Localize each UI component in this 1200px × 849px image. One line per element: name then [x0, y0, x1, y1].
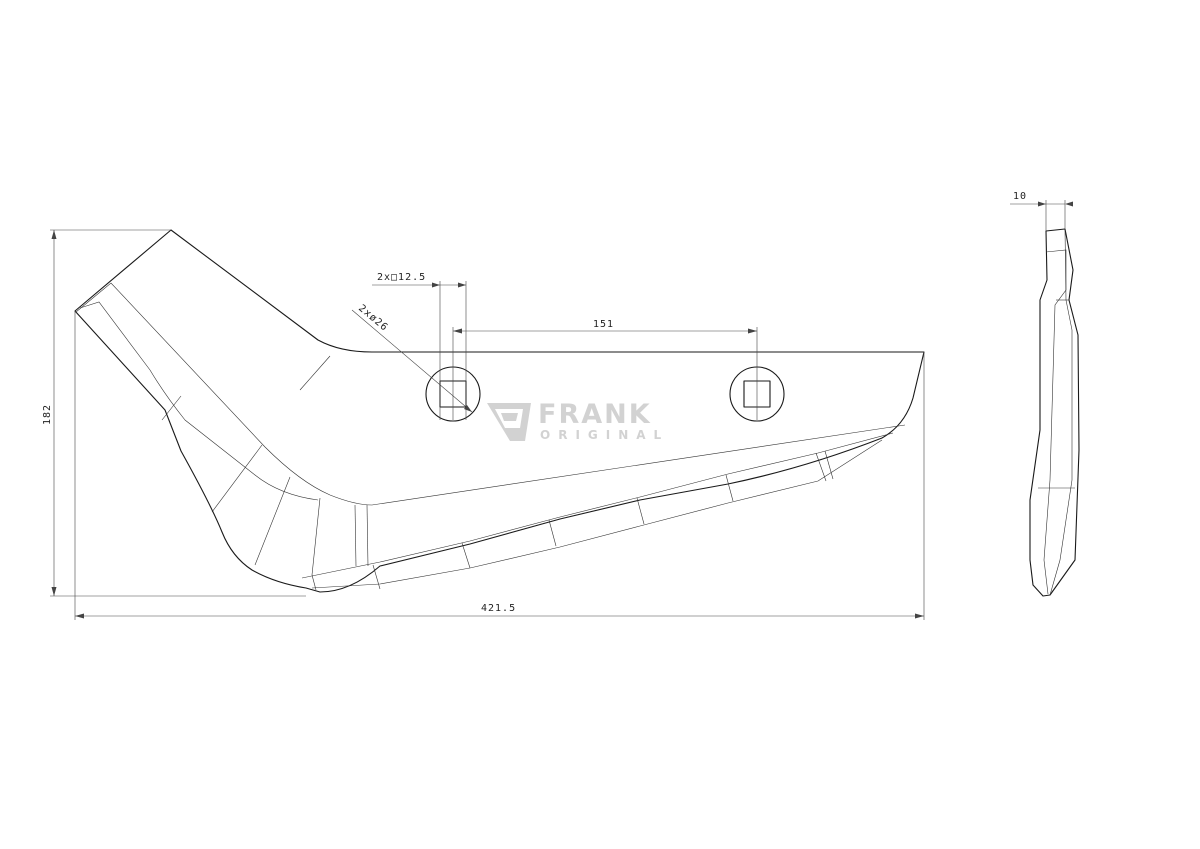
segment-dividers: [311, 450, 834, 591]
frank-shield-icon: [487, 403, 531, 441]
dimension-hole-spacing: 151: [452, 319, 758, 420]
bevel-line-upper: [75, 282, 906, 506]
blade-edge-view: [1029, 228, 1080, 597]
watermark-subtitle: ORIGINAL: [540, 428, 669, 442]
dim-thickness-label: 10: [1013, 191, 1027, 202]
edge-strip-bottom: [311, 439, 883, 589]
edge-view-outline: [1029, 228, 1080, 597]
edge-strip-top: [301, 432, 894, 579]
blade-outline: [74, 229, 925, 593]
watermark-brand: FRANK: [538, 399, 652, 430]
dim-spacing-label: 151: [593, 319, 614, 330]
dimension-overall-length: 421.5: [74, 311, 925, 620]
dimension-square-hole: 2x□12.5: [372, 272, 467, 420]
dim-length-label: 421.5: [481, 603, 516, 614]
dimension-overall-height: 182: [42, 229, 306, 597]
bevel-line-lower: [79, 301, 319, 501]
dim-square-label: 2x□12.5: [377, 272, 426, 283]
dim-height-label: 182: [42, 404, 53, 425]
dimension-thickness: 10: [1010, 191, 1073, 231]
edge-view-inner-2: [1049, 228, 1073, 596]
dimension-round-hole: 2xø26: [351, 303, 473, 413]
edge-view-inner-1: [1043, 249, 1067, 595]
facet-lines: [161, 355, 369, 576]
frank-original-watermark: FRANK ORIGINAL: [487, 399, 669, 442]
dim-round-label: 2xø26: [356, 303, 390, 334]
blade-side-view: [74, 229, 925, 593]
